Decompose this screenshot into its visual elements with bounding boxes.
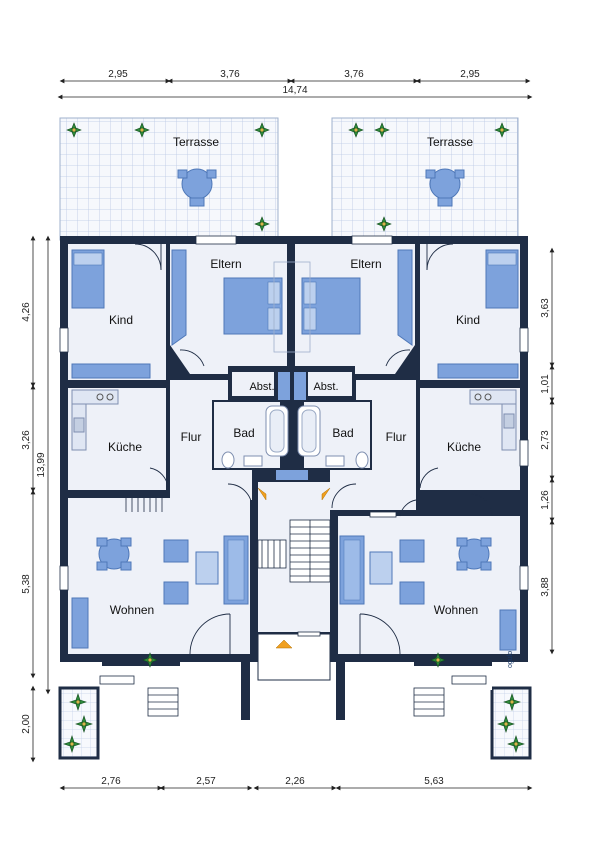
dim-left-2: 3,26 — [21, 430, 32, 450]
label-kind-right: Kind — [456, 313, 480, 327]
label-eltern-right: Eltern — [350, 257, 381, 271]
dim-left-outer: 13,99 — [36, 452, 47, 477]
room-labels: Terrasse Terrasse Eltern Eltern Kind Kin… — [108, 135, 481, 617]
label-kueche-left: Küche — [108, 440, 142, 454]
dining-table-right — [456, 537, 492, 571]
dim-left-4: 2,00 — [21, 714, 32, 734]
dim-bottom-1: 2,76 — [101, 776, 121, 787]
furniture — [71, 168, 519, 651]
label-bad-right: Bad — [332, 426, 353, 440]
terrace-table-left — [177, 168, 217, 207]
dining-table-left — [96, 537, 132, 571]
dim-left-3: 5,38 — [21, 574, 32, 594]
label-bad-left: Bad — [233, 426, 254, 440]
dim-right-5: 3,88 — [540, 577, 551, 597]
dim-right-1: 3,63 — [540, 298, 551, 318]
terraces — [59, 117, 519, 241]
dim-top-3: 3,76 — [344, 69, 364, 80]
dim-top-total: 14,74 — [282, 85, 307, 96]
label-abst-right: Abst. — [313, 381, 338, 393]
label-kueche-right: Küche — [447, 440, 481, 454]
entrance-porch — [257, 633, 331, 681]
dim-top-4: 2,95 — [460, 69, 480, 80]
dim-bottom-3: 2,26 — [285, 776, 305, 787]
dim-right-2: 1,01 — [540, 374, 551, 394]
label-kind-left: Kind — [109, 313, 133, 327]
kitchen-left — [71, 389, 119, 405]
dim-top-1: 2,95 — [108, 69, 128, 80]
windows — [59, 235, 529, 685]
dim-right-3: 2,73 — [540, 430, 551, 450]
plants — [63, 122, 525, 753]
brand-watermark: ogulo — [507, 651, 514, 668]
dimension-labels: 2,95 3,76 3,76 2,95 14,74 13,99 4,26 3,2… — [21, 69, 551, 787]
label-wohnen-left: Wohnen — [110, 603, 154, 617]
label-flur-right: Flur — [386, 430, 407, 444]
label-flur-left: Flur — [181, 430, 202, 444]
label-terrasse-right: Terrasse — [427, 135, 473, 149]
arrow-right-icon — [321, 487, 331, 501]
terrace-table-right — [425, 168, 465, 207]
terrace-right — [331, 117, 519, 241]
dim-bottom-2: 2,57 — [196, 776, 216, 787]
terrace-left — [59, 117, 279, 241]
dimension-lines — [30, 78, 555, 791]
label-wohnen-right: Wohnen — [434, 603, 478, 617]
doors — [134, 243, 493, 655]
arrow-left-icon — [257, 487, 267, 501]
arrow-up-icon — [275, 639, 293, 649]
dim-bottom-4: 5,63 — [424, 776, 444, 787]
label-terrasse-left: Terrasse — [173, 135, 219, 149]
entrance-arrows — [257, 487, 331, 649]
dim-top-2: 3,76 — [220, 69, 240, 80]
dim-right-4: 1,26 — [540, 490, 551, 510]
dim-left-1: 4,26 — [21, 302, 32, 322]
staircase — [125, 498, 445, 717]
kitchen-right — [469, 389, 517, 405]
label-eltern-left: Eltern — [210, 257, 241, 271]
label-abst-left: Abst. — [249, 381, 274, 393]
